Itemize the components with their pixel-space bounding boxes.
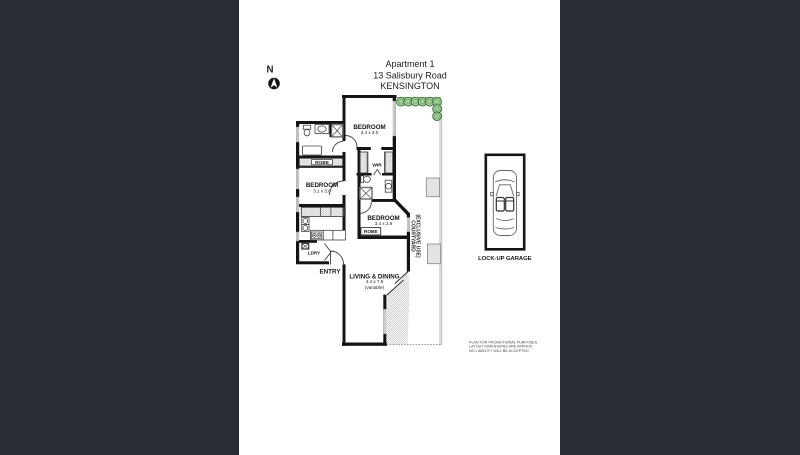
svg-text:LOCK-UP GARAGE: LOCK-UP GARAGE <box>478 256 531 262</box>
svg-text:(EXCLUSIVE USE): (EXCLUSIVE USE) <box>415 214 421 258</box>
svg-text:COURTYARD: COURTYARD <box>409 220 415 252</box>
svg-text:PLAN FOR PROMOTIONAL PURPOSES.: PLAN FOR PROMOTIONAL PURPOSES. <box>469 340 538 344</box>
svg-text:N: N <box>267 65 274 76</box>
svg-text:3.1 x 3.0: 3.1 x 3.0 <box>313 188 331 193</box>
svg-text:WIR: WIR <box>372 162 382 168</box>
svg-text:4.4 x 7.6: 4.4 x 7.6 <box>366 279 384 284</box>
svg-text:BEDROOM: BEDROOM <box>306 182 338 189</box>
svg-text:3.4 x 2.6: 3.4 x 2.6 <box>375 221 393 226</box>
svg-text:LAYOUT DIMENSIONS ARE APPROX.: LAYOUT DIMENSIONS ARE APPROX. <box>469 345 533 349</box>
svg-text:(variable): (variable) <box>365 285 385 290</box>
svg-text:NO LIABILITY WILL BE ACCEPTED.: NO LIABILITY WILL BE ACCEPTED. <box>469 349 530 353</box>
svg-text:Apartment 1: Apartment 1 <box>385 59 434 69</box>
svg-text:13 Salisbury Road: 13 Salisbury Road <box>373 70 447 80</box>
svg-text:ROBE: ROBE <box>364 229 379 235</box>
svg-text:3.4 x 3.0: 3.4 x 3.0 <box>361 130 379 135</box>
svg-text:ROBE: ROBE <box>315 160 330 166</box>
svg-text:LDRY: LDRY <box>308 251 320 256</box>
svg-text:KENSINGTON: KENSINGTON <box>380 81 439 91</box>
svg-text:ENTRY: ENTRY <box>319 268 341 275</box>
svg-text:LIVING & DINING: LIVING & DINING <box>349 274 399 281</box>
svg-text:BEDROOM: BEDROOM <box>353 124 385 131</box>
svg-text:BEDROOM: BEDROOM <box>367 215 399 222</box>
